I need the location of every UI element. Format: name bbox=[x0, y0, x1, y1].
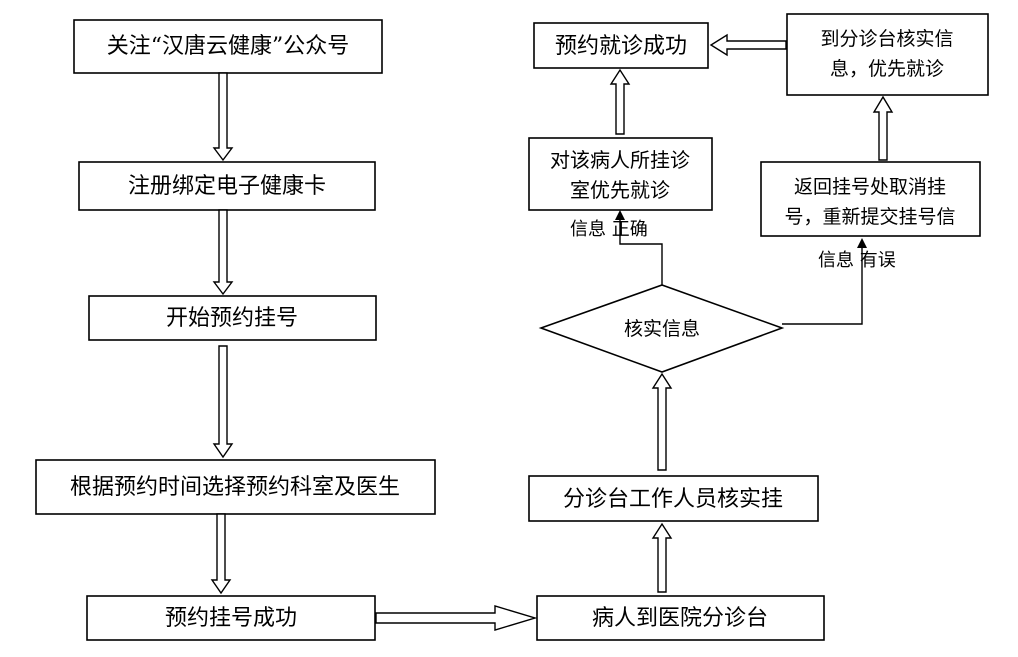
node-follow-account-label: 关注“汉唐云健康”公众号 bbox=[107, 34, 350, 59]
node-cancel-resubmit-label-line1: 返回挂号处取消挂 bbox=[794, 176, 946, 198]
connector-verify-error bbox=[782, 246, 863, 325]
node-visit-success-label: 预约就诊成功 bbox=[555, 34, 687, 59]
node-triage-confirm-label-line2: 息，优先就诊 bbox=[830, 58, 944, 80]
node-booking-success-label: 预约挂号成功 bbox=[165, 606, 297, 631]
arrow-cancel-to-triage bbox=[872, 95, 894, 161]
node-priority-visit-label-line2: 室优先就诊 bbox=[570, 178, 670, 202]
node-triage-confirm bbox=[786, 13, 989, 96]
connector-verify-correct bbox=[619, 218, 663, 285]
node-staff-verify bbox=[528, 475, 819, 522]
arrow-follow-to-register bbox=[212, 72, 234, 162]
node-staff-verify-label: 分诊台工作人员核实挂 bbox=[563, 487, 783, 512]
node-start-booking bbox=[88, 295, 377, 341]
node-visit-success bbox=[533, 22, 709, 69]
arrow-register-to-start bbox=[212, 209, 234, 296]
node-cancel-resubmit bbox=[760, 161, 981, 237]
arrow-staff-to-verify bbox=[651, 372, 673, 471]
node-register-card bbox=[78, 161, 376, 211]
node-priority-visit-label-line1: 对该病人所挂诊 bbox=[550, 148, 690, 172]
edge-label-correct: 信息 正确 bbox=[570, 219, 648, 240]
arrow-booked-to-arrive bbox=[375, 605, 538, 631]
node-arrive-triage-label: 病人到医院分诊台 bbox=[592, 606, 768, 631]
node-select-department bbox=[35, 459, 436, 515]
connector-verify-error-head bbox=[857, 238, 867, 248]
arrow-triage-to-success bbox=[709, 33, 787, 57]
node-start-booking-label: 开始预约挂号 bbox=[166, 306, 298, 331]
node-select-department-label: 根据预约时间选择预约科室及医生 bbox=[70, 475, 400, 500]
node-priority-visit bbox=[528, 137, 713, 211]
arrow-select-to-booked bbox=[210, 513, 232, 595]
arrow-arrive-to-staff bbox=[651, 522, 673, 593]
node-booking-success bbox=[86, 595, 376, 641]
decision-verify-info bbox=[538, 284, 785, 373]
edge-label-error: 信息 有误 bbox=[818, 250, 896, 271]
arrow-priority-to-success bbox=[609, 68, 631, 135]
node-follow-account bbox=[73, 19, 383, 74]
node-register-card-label: 注册绑定电子健康卡 bbox=[128, 174, 326, 199]
node-cancel-resubmit-label-line2: 号，重新提交挂号信 bbox=[784, 206, 955, 228]
node-triage-confirm-label-line1: 到分诊台核实信 bbox=[820, 28, 953, 50]
arrow-start-to-select bbox=[212, 345, 234, 459]
decision-verify-info-label: 核实信息 bbox=[624, 318, 700, 340]
connector-verify-correct-head bbox=[615, 210, 625, 220]
